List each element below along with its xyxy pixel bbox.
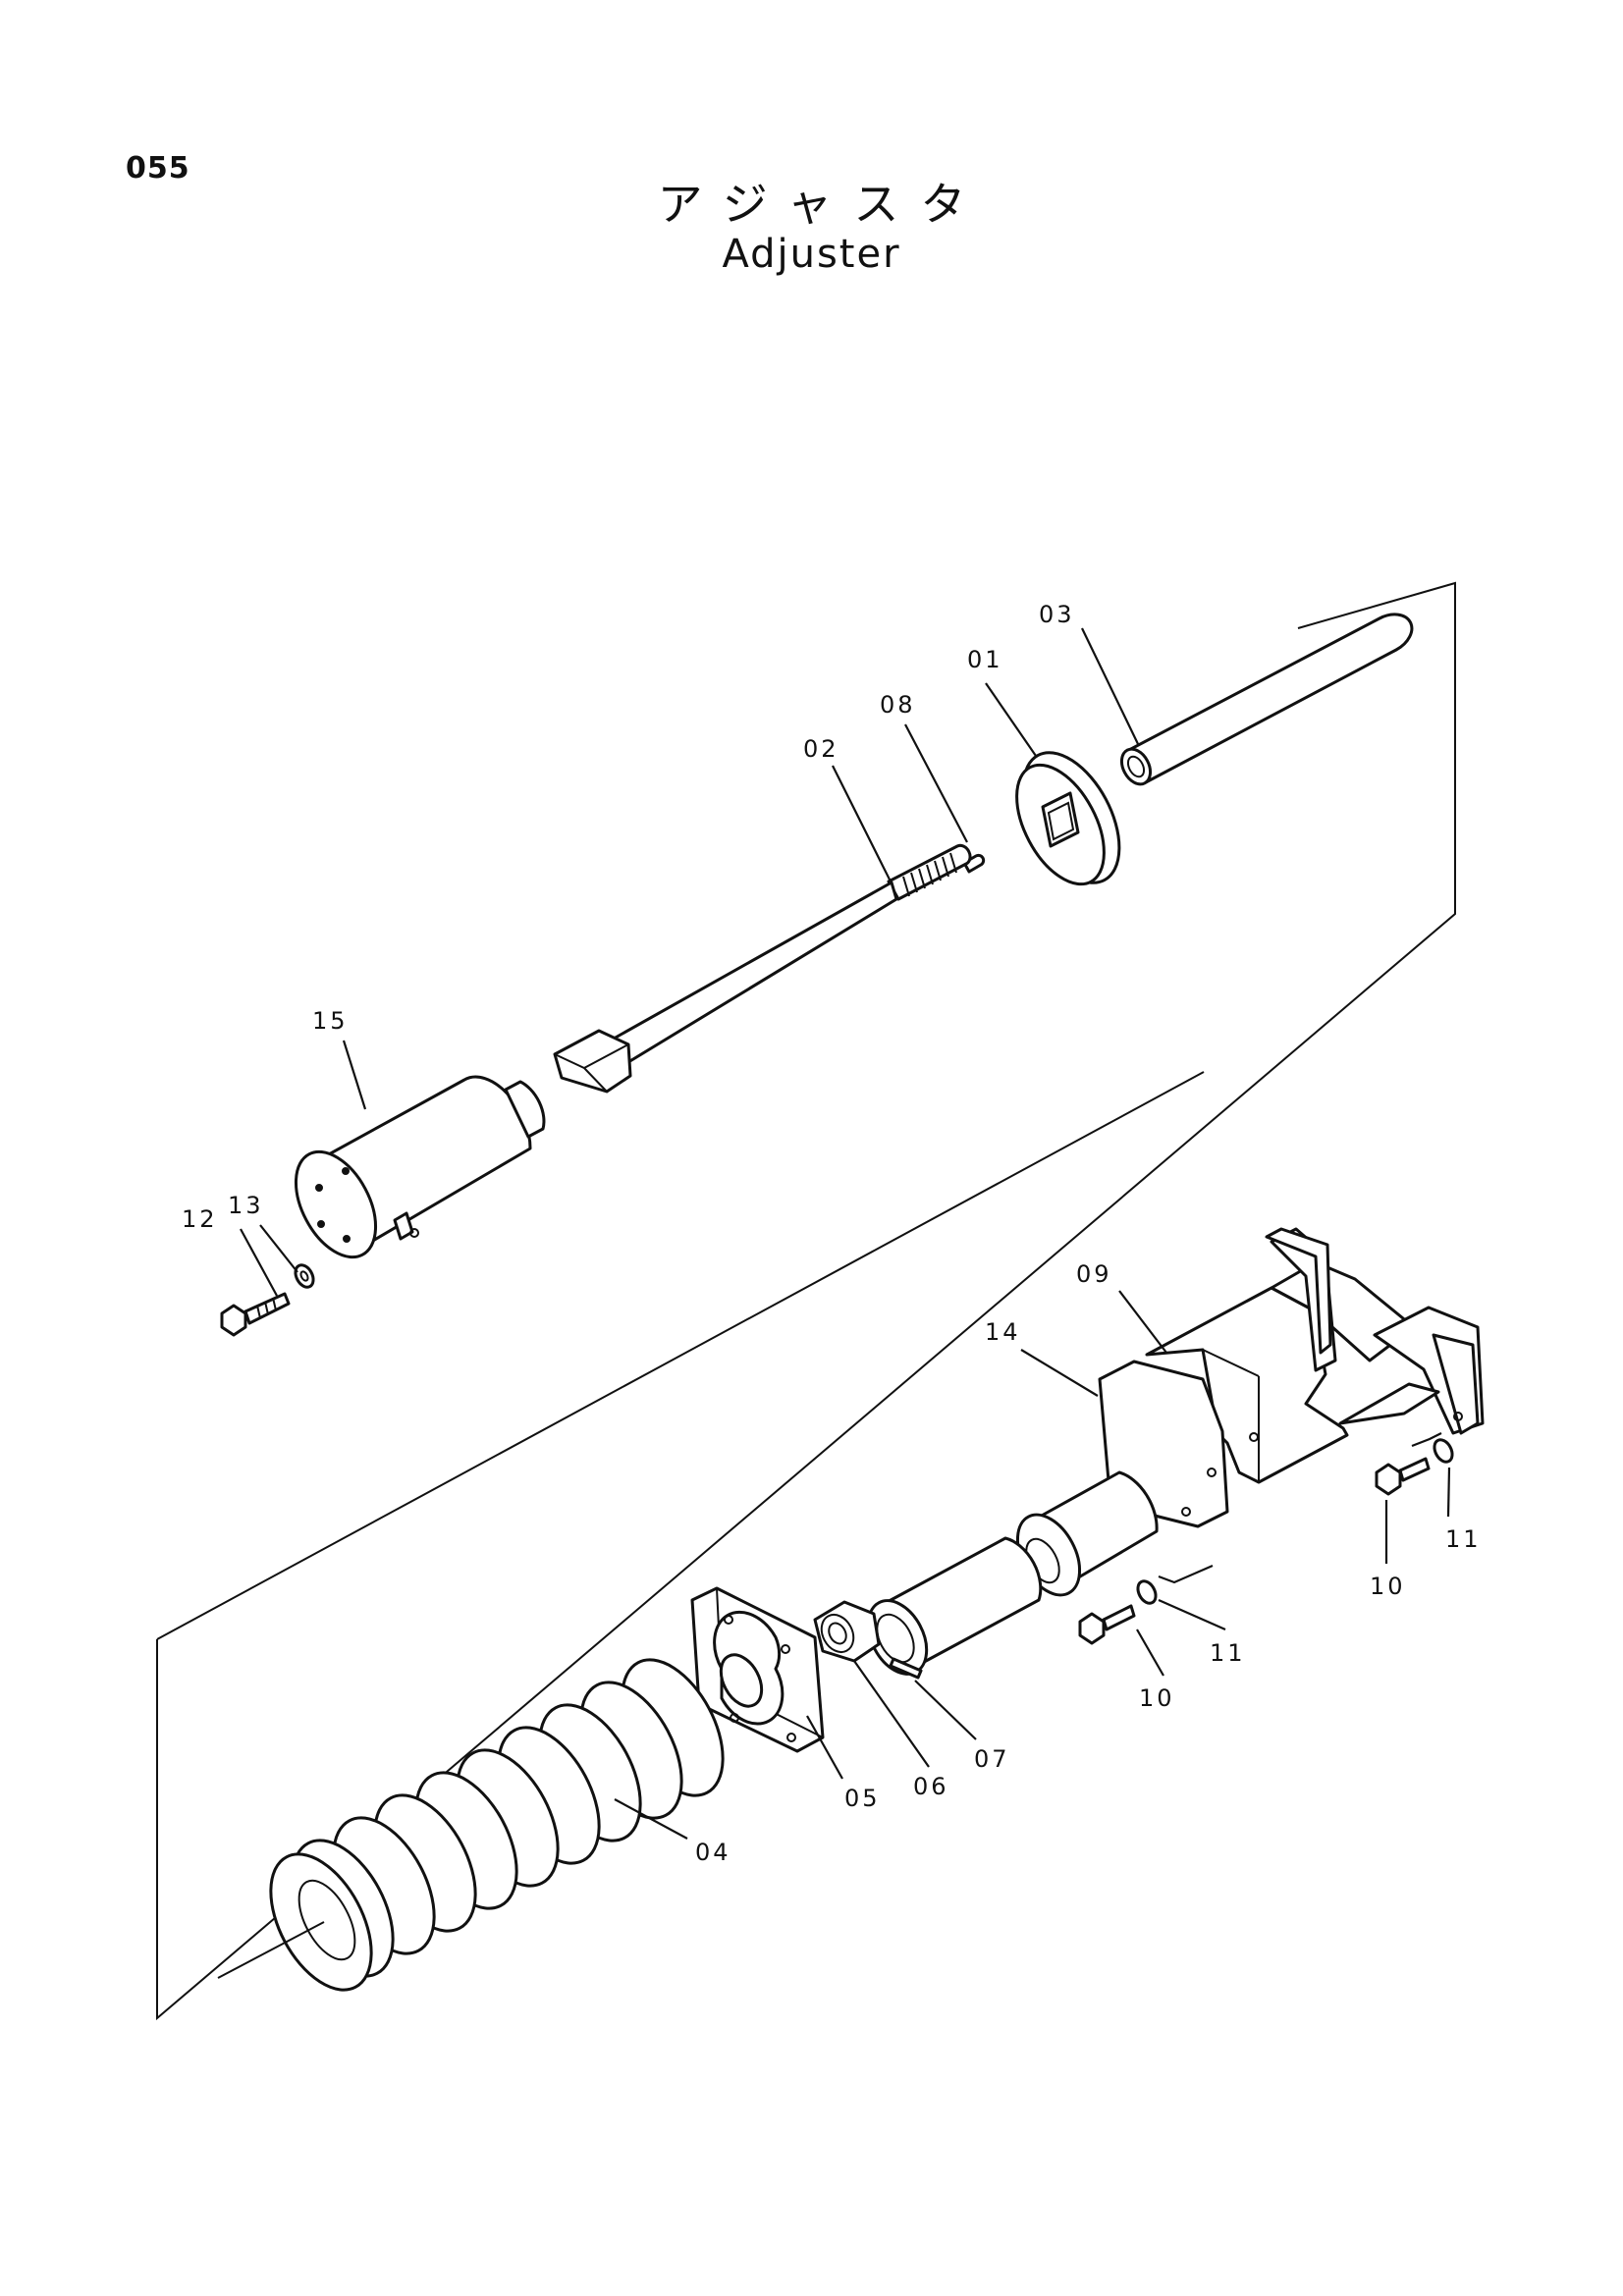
part-11-washer-upper [1433,1438,1454,1464]
callout-05: 05 [844,1785,881,1812]
callout-labels: 03 01 08 02 15 12 13 09 14 04 05 06 07 1… [182,601,1482,1866]
callout-11-lower: 11 [1210,1639,1246,1667]
callout-13: 13 [228,1192,264,1219]
part-01-plate [1015,751,1121,886]
part-05-plate [690,1586,825,1753]
callout-14: 14 [985,1318,1021,1346]
callout-10-upper: 10 [1370,1573,1406,1600]
part-02-rod [553,843,972,1094]
title-english: Adjuster [722,232,901,277]
leader-lines [240,627,1451,1840]
part-04-spring [269,1658,725,1992]
part-09-bracket [1145,1227,1485,1484]
part-14-collar [1015,1360,1229,1597]
callout-02: 02 [803,735,839,763]
part-10-bolt-lower [1078,1604,1136,1645]
part-15-cylinder [294,1075,546,1259]
assembly-axis-line [217,1921,325,1979]
part-06-nut [813,1600,881,1663]
callout-01: 01 [967,646,1003,673]
callout-08: 08 [880,691,916,719]
callout-06: 06 [913,1773,949,1800]
part-08-pin [962,853,986,874]
part-13-washer [294,1263,315,1289]
part-sleeve [866,1536,1043,1676]
callout-15: 15 [312,1007,349,1035]
page-number: 055 [126,151,190,186]
callout-07: 07 [974,1745,1010,1773]
part-10-bolt-upper [1375,1457,1431,1496]
part-07-pin [889,1657,923,1680]
title-japanese: アジャスタ [657,178,988,231]
callout-04: 04 [695,1839,731,1866]
part-11-washer-lower [1136,1579,1158,1605]
callout-09: 09 [1076,1260,1112,1288]
callout-03: 03 [1039,601,1075,628]
part-03-tube [1119,613,1414,786]
callout-12: 12 [182,1205,218,1233]
callout-10-lower: 10 [1139,1684,1175,1712]
callout-11-upper: 11 [1445,1525,1482,1553]
part-12-bolt [220,1292,291,1337]
assembly-frame [156,581,1456,2021]
